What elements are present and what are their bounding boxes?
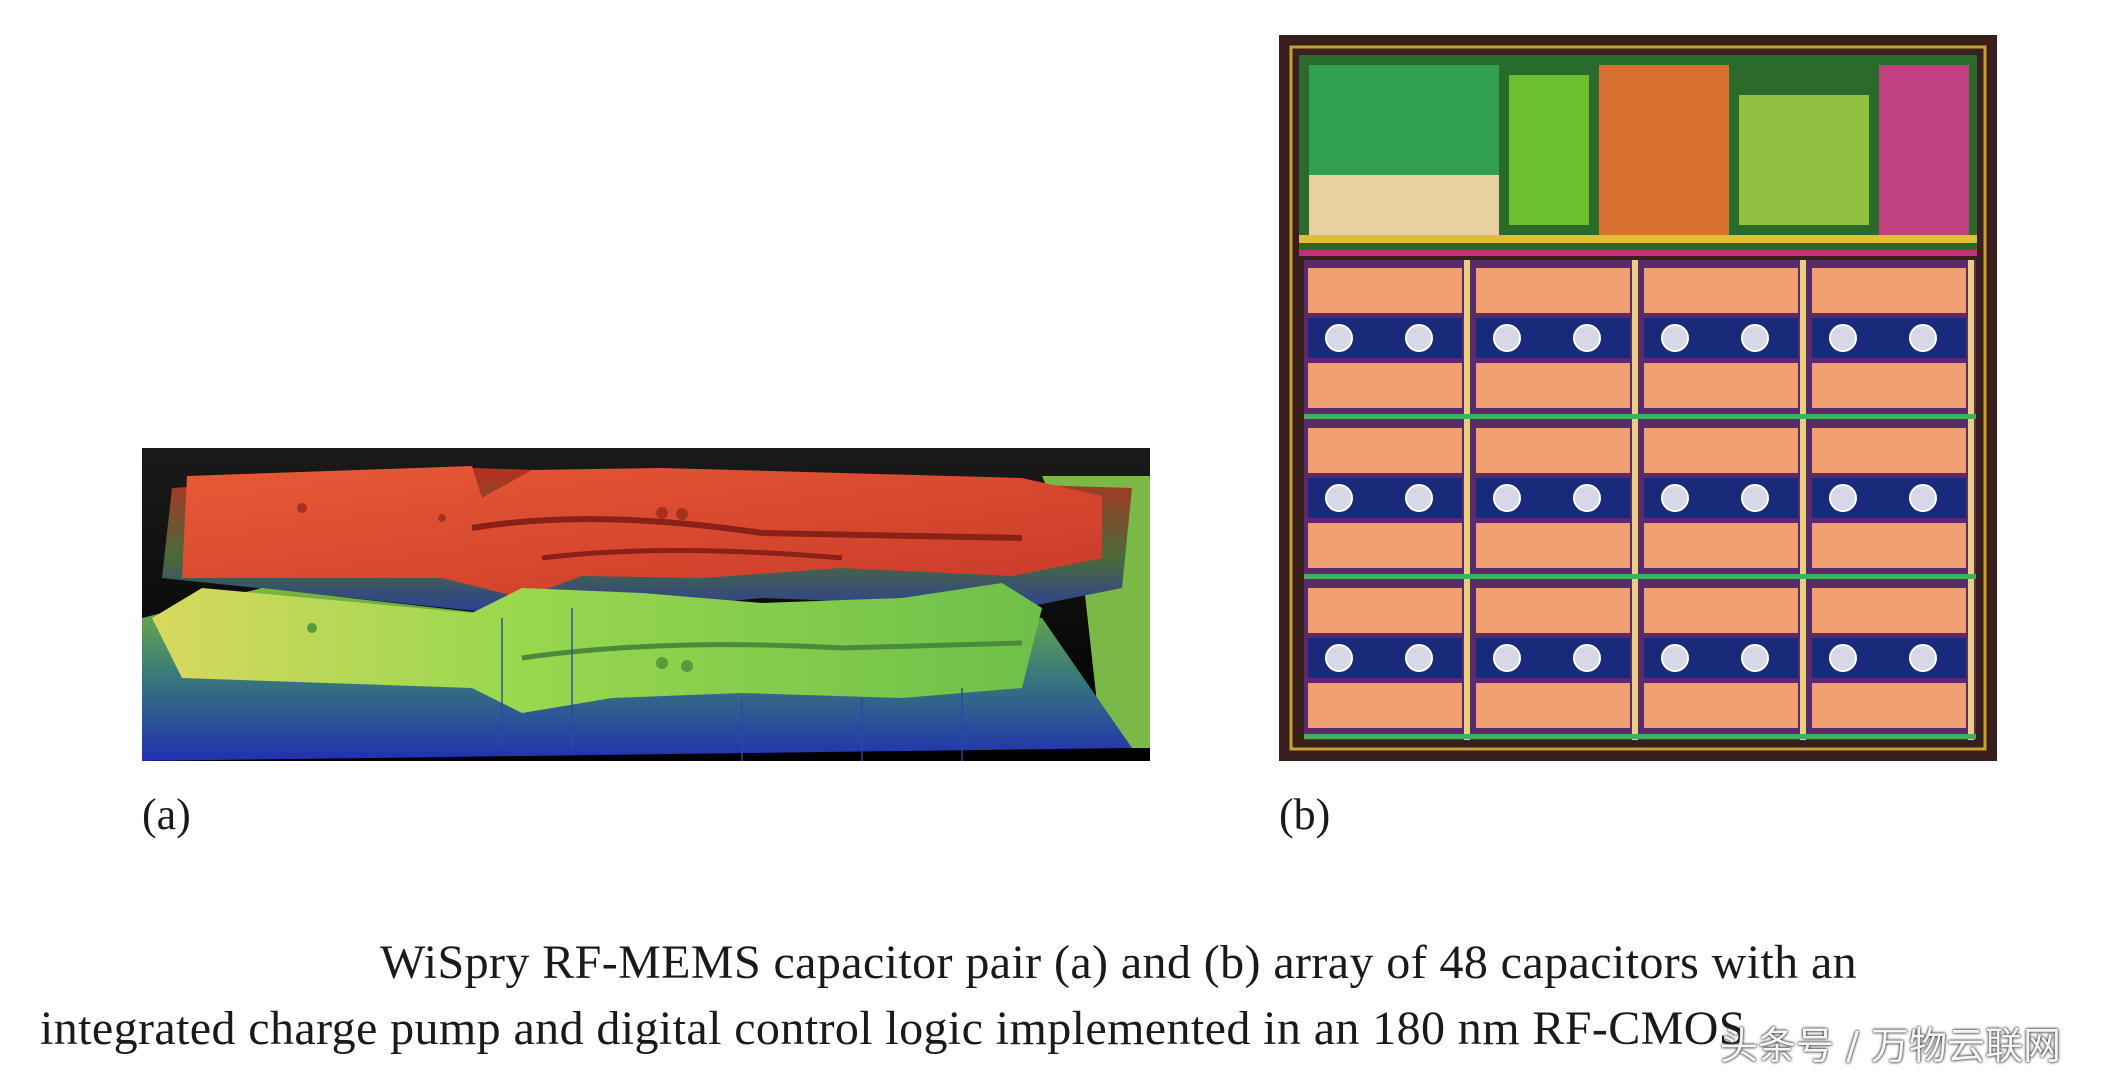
panel-label-a: (a) (142, 790, 191, 839)
figure-caption: WiSpry RF-MEMS capacitor pair (a) and (b… (40, 930, 2100, 1062)
panel-label-b: (b) (1279, 790, 1331, 839)
chip-layout-image (1279, 35, 1997, 761)
caption-line-2: integrated charge pump and digital contr… (40, 1002, 1746, 1055)
watermark-text: 头条号 / 万物云联网 (1720, 1024, 2061, 1068)
capacitor-array (1304, 260, 1976, 740)
mems-3d-image (142, 448, 1150, 761)
caption-line-1: WiSpry RF-MEMS capacitor pair (a) and (b… (380, 936, 1858, 989)
